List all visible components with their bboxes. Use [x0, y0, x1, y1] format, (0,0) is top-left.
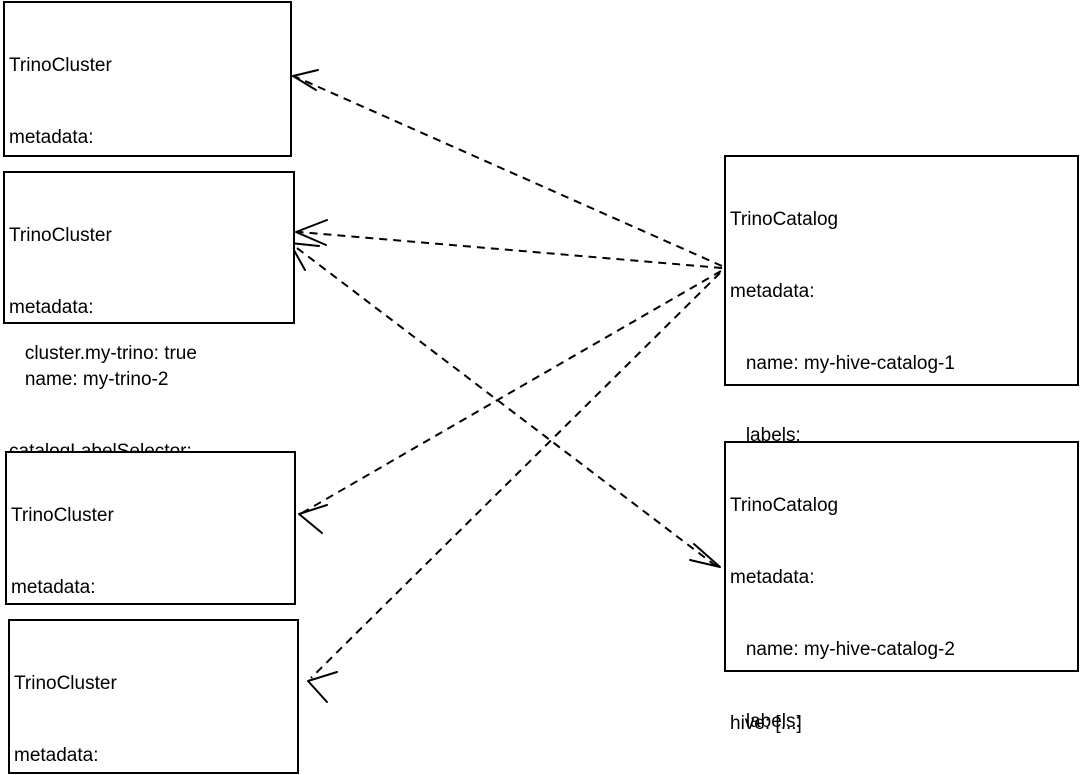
edge-catalog2-to-cluster-my-trino-2	[289, 242, 717, 567]
node-line-hive: hive: [...]	[730, 713, 802, 734]
node-trinocluster-my-trino[interactable]: TrinoCluster metadata: name: my-trino ca…	[3, 1, 292, 364]
node-trinocatalog-my-hive-catalog-2[interactable]: TrinoCatalog metadata: name: my-hive-cat…	[724, 441, 1079, 732]
node-trinocluster-my-trino-2[interactable]: TrinoCluster metadata: name: my-trino-2 …	[3, 171, 295, 534]
node-line-kind: TrinoCluster	[11, 505, 114, 526]
edge-head-into-catalog2	[689, 543, 721, 568]
node-line-metadata: metadata:	[9, 297, 94, 318]
node-line-kind: TrinoCatalog	[730, 495, 839, 516]
edge-catalog1-to-cluster-my-trino-blue	[298, 270, 722, 534]
node-line-metadata: metadata:	[730, 281, 815, 302]
edge-catalog1-to-cluster-my-trino	[292, 69, 723, 267]
node-body: TrinoCluster metadata: name: my-trino-gr…	[14, 624, 295, 775]
node-body: TrinoCatalog metadata: name: my-hive-cat…	[730, 446, 1075, 775]
edge-catalog1-to-cluster-my-trino-2	[295, 219, 723, 269]
node-line-selector-entry: cluster.my-trino: true	[9, 343, 197, 364]
node-line-metadata: metadata:	[9, 127, 94, 148]
node-line-labels: labels:	[730, 711, 801, 732]
node-line-kind: TrinoCatalog	[730, 209, 839, 230]
node-line-kind: TrinoCluster	[14, 673, 117, 694]
node-trinocluster-my-trino-blue[interactable]: TrinoCluster metadata: name: my-trino-bl…	[5, 451, 296, 742]
node-line-name: name: my-trino-2	[9, 369, 169, 390]
node-line-metadata: metadata:	[11, 577, 96, 598]
node-trinocatalog-my-hive-catalog-1[interactable]: TrinoCatalog metadata: name: my-hive-cat…	[724, 155, 1079, 734]
node-line-kind: TrinoCluster	[9, 225, 112, 246]
node-line-name: name: my-hive-catalog-2	[730, 639, 955, 660]
node-line-metadata: metadata:	[14, 745, 99, 766]
node-trinocluster-my-trino-green[interactable]: TrinoCluster metadata: name: my-trino-gr…	[8, 619, 299, 774]
node-line-name: name: my-hive-catalog-1	[730, 353, 955, 374]
edge-catalog1-to-cluster-my-trino-green	[307, 272, 721, 703]
node-line-kind: TrinoCluster	[9, 55, 112, 76]
node-line-labels: labels:	[730, 425, 801, 446]
node-line-metadata: metadata:	[730, 567, 815, 588]
